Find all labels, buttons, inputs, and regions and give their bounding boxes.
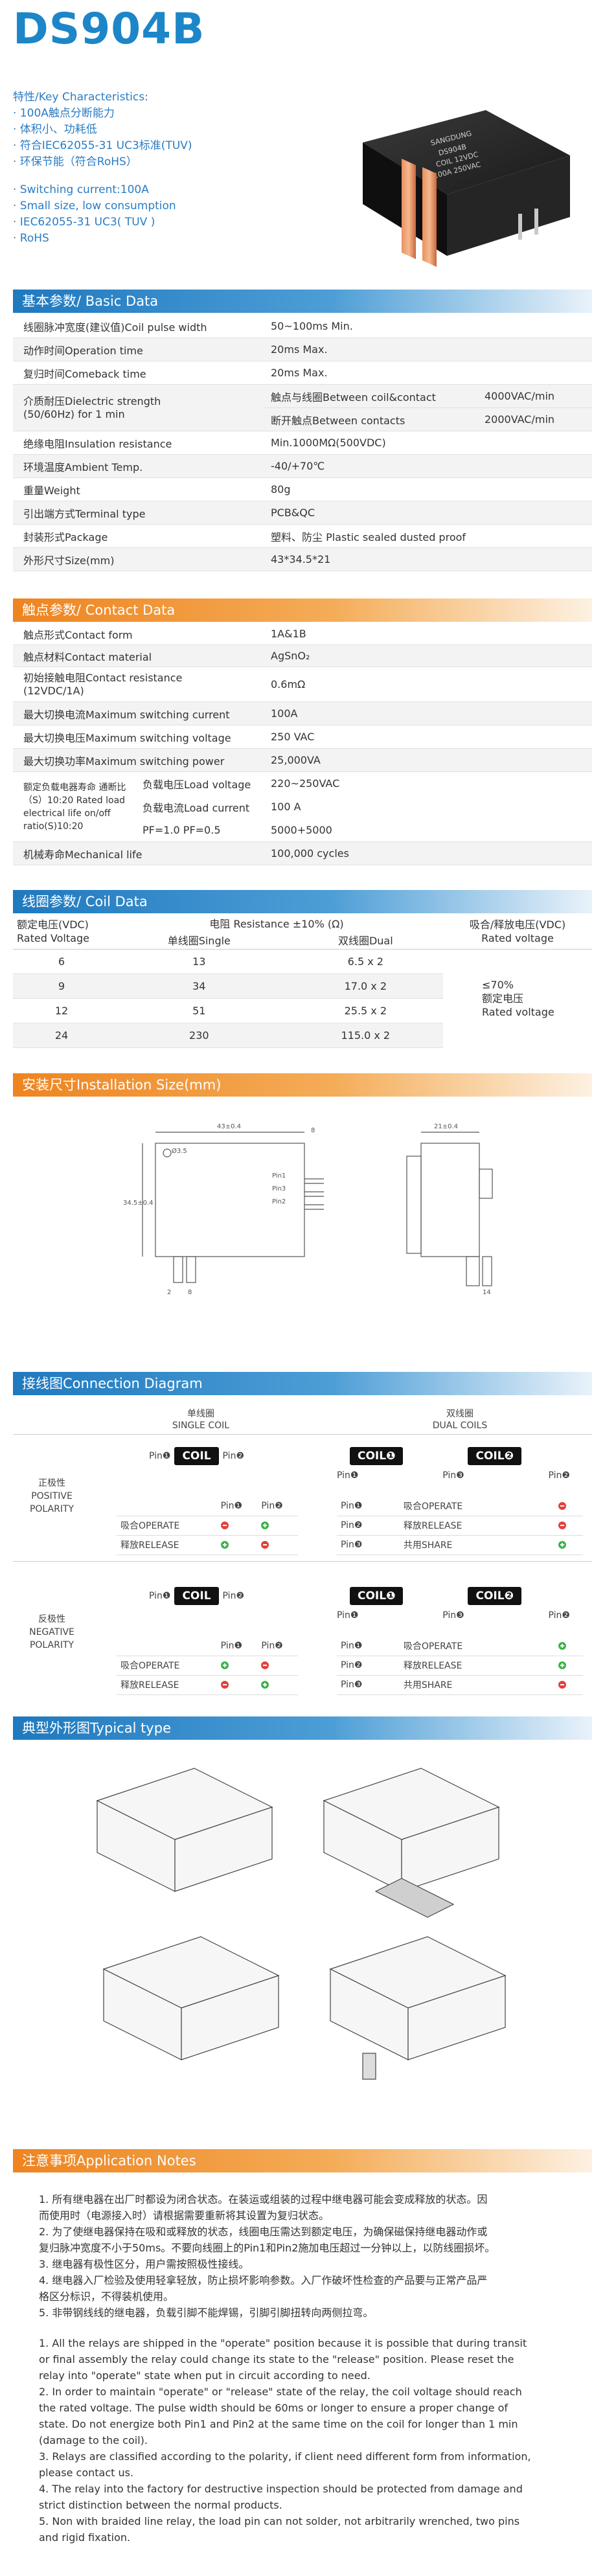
svg-text:14: 14: [483, 1289, 491, 1296]
minus-icon: [220, 1522, 229, 1529]
feature-cn-2: · 体积小、功耗低: [13, 123, 97, 136]
application-notes-heading: 注意事项Application Notes: [13, 2149, 592, 2172]
plus-icon: [220, 1541, 229, 1549]
key-characteristics: 特性/Key Characteristics: · 100A触点分断能力 · 体…: [13, 89, 192, 247]
svg-text:Pin3: Pin3: [272, 1185, 286, 1192]
svg-text:21±0.4: 21±0.4: [434, 1123, 458, 1130]
feature-cn-4: · 环保节能（符合RoHS）: [13, 155, 137, 168]
contact-data-heading: 触点参数/ Contact Data: [13, 598, 592, 622]
feature-cn-1: · 100A触点分断能力: [13, 107, 115, 120]
coil-head-rated: 额定电压(VDC): [17, 918, 89, 931]
connection-diagram-heading: 接线图Connection Diagram: [13, 1372, 592, 1395]
minus-icon: [558, 1681, 566, 1689]
svg-text:8: 8: [188, 1289, 192, 1296]
svg-text:8: 8: [311, 1127, 315, 1134]
relay-product-photo: SANGDUNG DS904B COIL 12VDC 100A 250VAC: [363, 110, 570, 267]
plus-icon: [261, 1522, 269, 1529]
table-row: 环境温度Ambient Temp.-40/+70℃: [13, 455, 592, 478]
feature-en-2: · Small size, low consumption: [13, 199, 176, 212]
svg-text:43±0.4: 43±0.4: [217, 1123, 241, 1130]
plus-icon: [558, 1541, 566, 1549]
rated-life-row: 额定负载电器寿命 通断比（S）10:20 Rated load electric…: [13, 772, 592, 842]
svg-text:Pin2: Pin2: [272, 1198, 286, 1205]
typical-type-drawings: [96, 1768, 507, 2080]
minus-icon: [261, 1541, 269, 1549]
coil-data-table: 额定电压(VDC)Rated Voltage 电阻 Resistance ±10…: [13, 915, 592, 1048]
plus-icon: [558, 1661, 566, 1669]
feature-en-1: · Switching current:100A: [13, 183, 149, 196]
plus-icon: [558, 1641, 566, 1650]
svg-text:2: 2: [167, 1289, 171, 1296]
minus-icon: [261, 1661, 269, 1669]
plus-icon: [220, 1661, 229, 1669]
typical-type-heading: 典型外形图Typical type: [13, 1716, 592, 1740]
table-row: 初始接触电阻Contact resistance (12VDC/1A)0.6mΩ: [13, 667, 592, 702]
minus-icon: [558, 1501, 566, 1510]
product-title: DS904B: [13, 4, 205, 54]
coil-head-resistance: 电阻 Resistance ±10% (Ω): [209, 917, 344, 930]
plus-icon: [261, 1681, 269, 1689]
table-row: 外形尺寸Size(mm)43*34.5*21: [13, 548, 592, 571]
feature-en-3: · IEC62055-31 UC3( TUV ): [13, 216, 155, 229]
feature-cn-3: · 符合IEC62055-31 UC3标准(TUV): [13, 139, 192, 152]
minus-icon: [558, 1522, 566, 1529]
feature-en-4: · RoHS: [13, 232, 49, 245]
minus-icon: [220, 1681, 229, 1689]
svg-text:Pin1: Pin1: [272, 1172, 286, 1180]
installation-heading: 安装尺寸Installation Size(mm): [13, 1073, 592, 1097]
svg-text:34.5±0.4: 34.5±0.4: [123, 1200, 154, 1207]
svg-text:Ø3.5: Ø3.5: [172, 1147, 187, 1155]
application-notes: 1. 所有继电器在出厂时都设为闭合状态。在装运或组装的过程中继电器可能会变成释放…: [39, 2193, 531, 2544]
features-heading: 特性/Key Characteristics:: [13, 91, 148, 104]
dielectric-row: 介质耐压Dielectric strength(50/60Hz) for 1 m…: [13, 385, 592, 431]
coil-data-heading: 线圈参数/ Coil Data: [13, 890, 592, 913]
basic-data-heading: 基本参数/ Basic Data: [13, 290, 592, 313]
